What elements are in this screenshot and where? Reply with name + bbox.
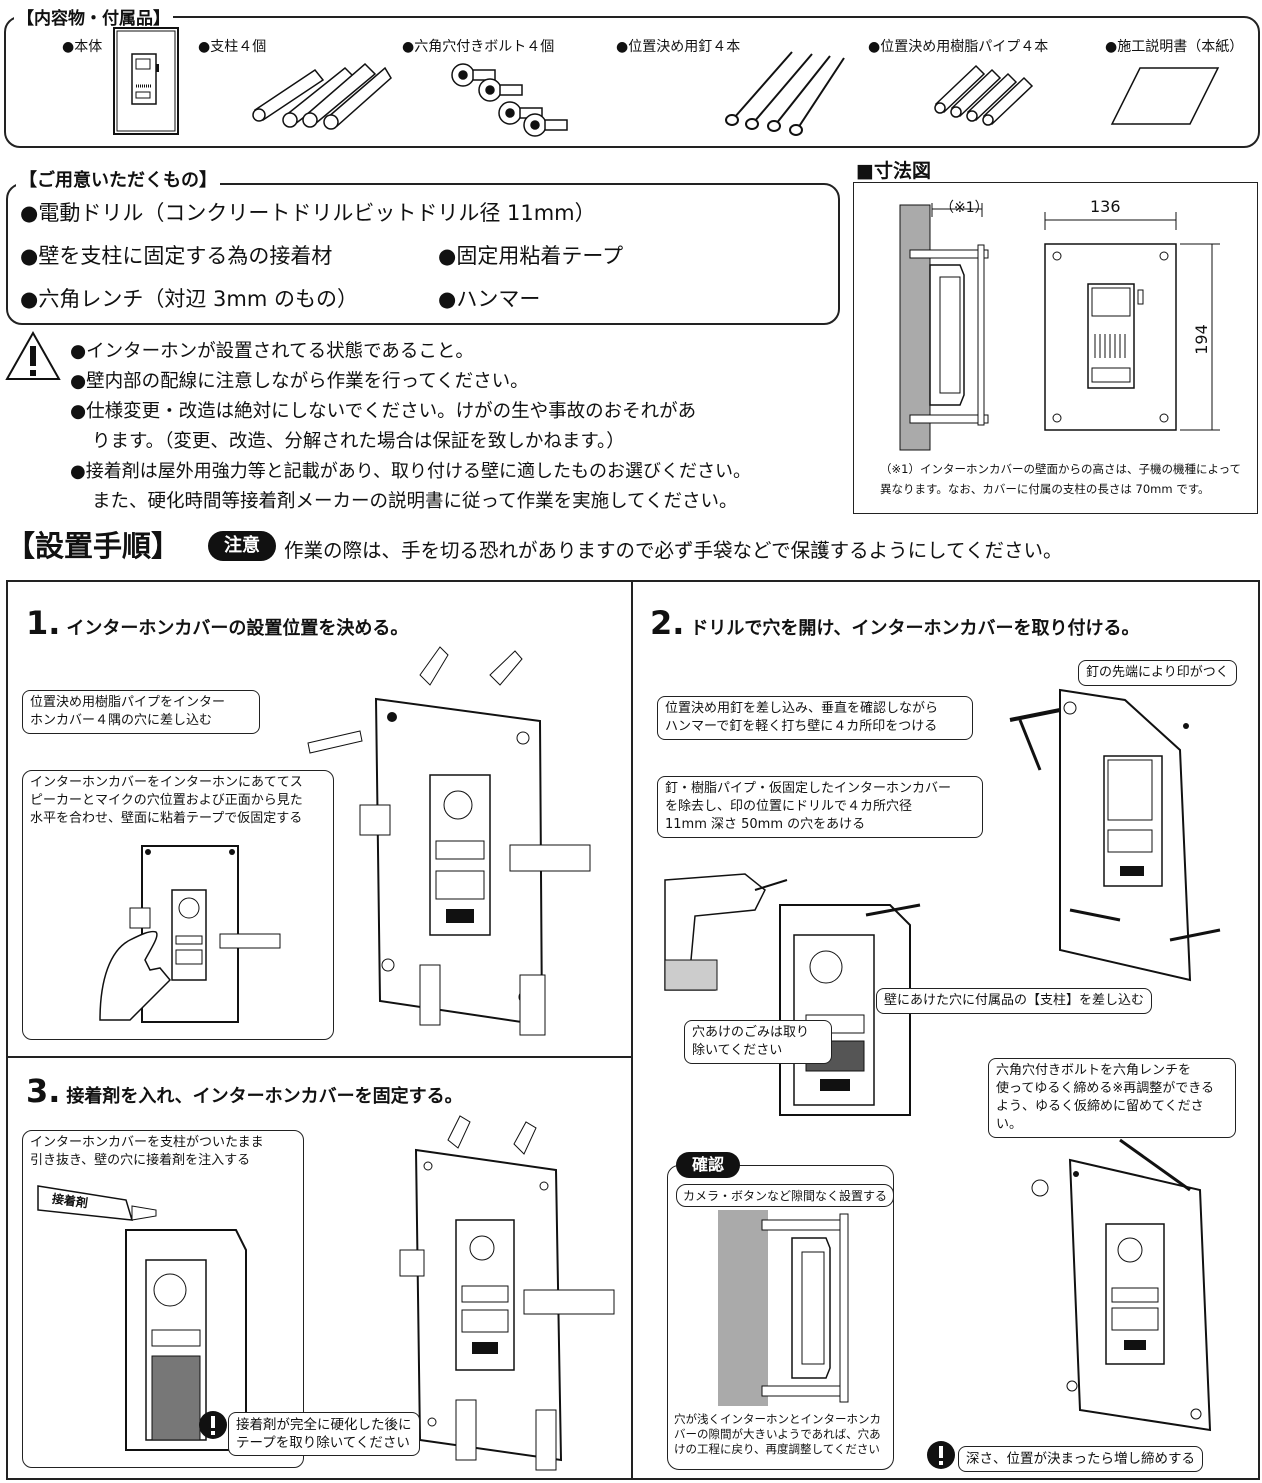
step2-note-nail-line2: ハンマーで釘を軽く打ち壁に４カ所印をつける: [665, 719, 938, 734]
step1-note-pipes-line1: 位置決め用樹脂パイプをインター: [30, 695, 226, 710]
item-manual: ●施工説明書（本紙）: [1105, 39, 1244, 55]
step2-note-drill-line1: 釘・樹脂パイプ・仮固定したインターホンカバー: [665, 781, 952, 796]
warning-2: ●壁内部の配線に注意しながら作業を行ってください。: [70, 371, 529, 392]
item-pipes: ●位置決め用樹脂パイプ４本: [868, 39, 1049, 55]
step2-final-note: 深さ、位置が決まったら増し締めする: [958, 1446, 1203, 1472]
check-badge: 確認: [676, 1152, 740, 1178]
dim-height: 194: [1191, 324, 1211, 355]
step2-note-bolt-line3: よう、ゆるく仮締めに留めてください。: [996, 1099, 1204, 1132]
prepare-box: [6, 183, 840, 325]
prepare-tape: ●固定用粘着テープ: [438, 244, 624, 268]
caution-badge: 注意: [208, 531, 276, 561]
dim-footnote-1: （※1）インターホンカバーの壁面からの高さは、子機の機種によって: [880, 462, 1242, 476]
step2-note-drill: 釘・樹脂パイプ・仮固定したインターホンカバー を除去し、印の位置にドリルで４カ所…: [657, 776, 983, 838]
step3-cover-illustration: [399, 1115, 615, 1471]
step2-number: 2.: [650, 604, 685, 642]
step2-note-post: 壁にあけた穴に付属品の【支柱】を差し込む: [876, 988, 1153, 1014]
dim-width: 136: [1090, 197, 1121, 216]
step2-note-bolt: 六角穴付きボルトを六角レンチを 使ってゆるく締める※再調整ができる よう、ゆるく…: [988, 1058, 1236, 1138]
step1-note-tape-line3: 水平を合わせ、壁面に粘着テープで仮固定する: [30, 811, 303, 826]
caution-text: 作業の際は、手を切る恐れがありますので必ず手袋などで保護するようにしてください。: [284, 539, 1063, 562]
nails-illustration: [725, 51, 845, 136]
step3-title: 3.接着剤を入れ、インターホンカバーを固定する。: [26, 1072, 463, 1110]
check-cross-section: [718, 1210, 849, 1406]
item-nails: ●位置決め用釘４本: [616, 39, 741, 55]
step1-note-pipes-line2: ホンカバー４隅の穴に差し込む: [30, 713, 213, 728]
warning-3b: ります。（変更、改造、分解された場合は保証を致しかねます。）: [92, 431, 625, 452]
pipes-illustration: [934, 64, 1034, 126]
step2-note-drill-line3: 11mm 深さ 50mm の穴をあける: [665, 817, 866, 832]
step3-title-text: 接着剤を入れ、インターホンカバーを固定する。: [66, 1086, 463, 1107]
prepare-hammer: ●ハンマー: [438, 287, 541, 311]
warning-3: ●仕様変更・改造は絶対にしないでください。けがの生や事故のおそれがあ: [70, 401, 697, 422]
step1-title: 1.インターホンカバーの設置位置を決める。: [26, 604, 408, 642]
warning-4: ●接着剤は屋外用強力等と記載があり、取り付ける壁に適したものお選びください。: [70, 461, 751, 482]
step2-note-dust-line1: 穴あけのごみは取り: [692, 1025, 810, 1040]
side-dim-note: （※1）: [940, 200, 989, 216]
front-view-drawing: [1044, 212, 1220, 431]
step2-final-warn-icon: [927, 1441, 955, 1469]
warning-1: ●インターホンが設置されてる状態であること。: [70, 341, 474, 362]
step1-note-tape-line2: ピーカーとマイクの穴位置および正面から見た: [30, 793, 303, 808]
step1-title-text: インターホンカバーの設置位置を決める。: [66, 618, 409, 639]
check-box: [667, 1165, 894, 1470]
prepare-adhesive: ●壁を支柱に固定する為の接着材: [20, 244, 333, 268]
item-main-body: ●本体: [62, 39, 103, 55]
check-note-line3: けの工程に戻り、再度調整してください: [674, 1442, 880, 1456]
prepare-drill: ●電動ドリル（コンクリートドリルビットドリル径 11mm）: [20, 201, 596, 225]
step1-note-tape-line1: インターホンカバーをインターホンにあててス: [30, 775, 303, 790]
step3-warn-line1: 接着剤が完全に硬化した後に: [236, 1417, 412, 1433]
dimensions-heading: ■寸法図: [856, 160, 931, 182]
side-view-drawing: [899, 203, 989, 451]
step3-note-line1: インターホンカバーを支柱がついたまま: [30, 1135, 264, 1150]
check-note-line2: バーの隙間が大きいようであれば、穴あ: [674, 1427, 881, 1441]
contents-box: [4, 16, 1260, 148]
step2-note-drill-line2: を除去し、印の位置にドリルで４カ所穴径: [665, 799, 913, 814]
contents-heading: 【内容物・付属品】: [14, 4, 173, 29]
step3-note-line2: 引き抜き、壁の穴に接着剤を注入する: [30, 1153, 251, 1168]
procedure-heading: 【設置手順】: [6, 529, 181, 563]
step1-note-pipes: 位置決め用樹脂パイプをインター ホンカバー４隅の穴に差し込む: [22, 690, 260, 734]
step2-title-text: ドリルで穴を開け、インターホンカバーを取り付ける。: [690, 618, 1140, 639]
step3-warn-icon: [199, 1411, 227, 1439]
check-note: 穴が浅くインターホンとインターホンカ バーの隙間が大きいようであれば、穴あ けの…: [674, 1412, 881, 1457]
step2-note-nail-line1: 位置決め用釘を差し込み、垂直を確認しながら: [665, 701, 939, 716]
check-title: カメラ・ボタンなど隙間なく設置する: [676, 1184, 895, 1207]
step2-final-illustration: [1031, 1138, 1212, 1432]
item-bolts: ●六角穴付きボルト４個: [402, 39, 555, 55]
step3-adhesive-illustration: [37, 1185, 247, 1451]
frame-divider-vertical: [631, 580, 633, 1478]
step2-note-bolt-line2: 使ってゆるく締める※再調整ができる: [996, 1081, 1214, 1096]
prepare-heading: 【ご用意いただくもの】: [16, 166, 220, 192]
step1-cover-illustration: [307, 646, 591, 1036]
cover-illustration: [113, 27, 179, 135]
step3-number: 3.: [26, 1072, 61, 1110]
bolts-illustration: [451, 63, 568, 137]
step2-note-mark: 釘の先端により印がつく: [1078, 660, 1237, 686]
item-posts: ●支柱４個: [198, 39, 267, 55]
frame-divider-horizontal: [6, 1056, 633, 1058]
step2-note-dust: 穴あけのごみは取り 除いてください: [684, 1020, 832, 1064]
warning-triangle-icon: [5, 330, 61, 380]
prepare-wrench: ●六角レンチ（対辺 3mm のもの）: [20, 287, 358, 311]
dim-footnote-2: 異なります。なお、カバーに付属の支柱の長さは 70mm です。: [880, 482, 1210, 496]
posts-illustration: [252, 62, 392, 130]
manual-illustration: [1110, 67, 1220, 125]
step1-number: 1.: [26, 604, 61, 642]
step2-drill-illustration: [664, 873, 788, 991]
step2-note-bolt-line1: 六角穴付きボルトを六角レンチを: [996, 1063, 1192, 1078]
step3-warn-note: 接着剤が完全に硬化した後に テープを取り除いてください: [228, 1412, 420, 1456]
step2-note-nail: 位置決め用釘を差し込み、垂直を確認しながら ハンマーで釘を軽く打ち壁に４カ所印を…: [657, 696, 973, 740]
warning-4b: また、硬化時間等接着剤メーカーの説明書に従って作業を実施してください。: [92, 491, 738, 512]
check-note-line1: 穴が浅くインターホンとインターホンカ: [674, 1412, 881, 1426]
step1-hand-illustration: [99, 845, 281, 1023]
step2-note-dust-line2: 除いてください: [692, 1043, 783, 1058]
step2-nail-cover-illustration: [1009, 688, 1221, 982]
step3-warn-line2: テープを取り除いてください: [236, 1435, 410, 1451]
step2-title: 2.ドリルで穴を開け、インターホンカバーを取り付ける。: [650, 604, 1140, 642]
